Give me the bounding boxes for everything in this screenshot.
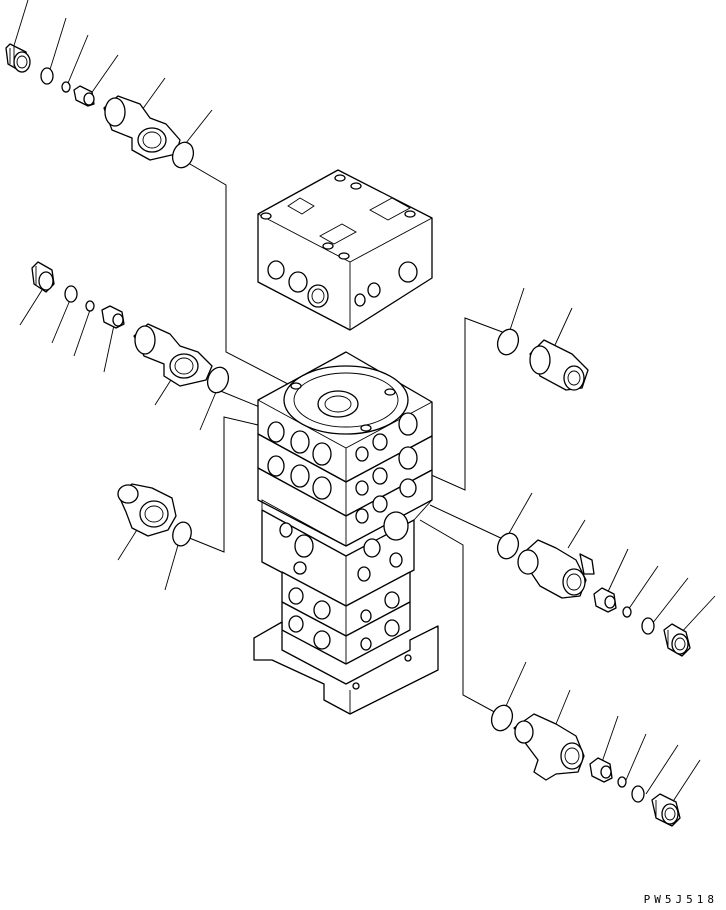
fitting-top-left xyxy=(73,85,95,107)
elbow-right-middle xyxy=(517,539,595,599)
o-ring-lower-left xyxy=(172,521,192,547)
o-ring-right-lower xyxy=(490,704,514,732)
elbow-right-lower xyxy=(513,713,585,781)
washer-right-middle xyxy=(641,617,655,635)
fitting-right-lower xyxy=(589,757,613,783)
o-ring-middle-left xyxy=(206,366,230,394)
o-ring-small-right-lower xyxy=(617,776,627,788)
fitting-middle-left xyxy=(101,305,125,329)
top-cover-block xyxy=(257,169,433,331)
o-ring-small-top-left xyxy=(61,81,71,93)
leader-lines xyxy=(11,0,716,807)
o-ring-small-middle-left xyxy=(85,300,95,312)
o-ring-small-right-middle xyxy=(622,606,632,618)
cap-right-top xyxy=(529,339,589,391)
washer-right-lower xyxy=(631,785,645,803)
washer-middle-left xyxy=(64,285,78,303)
fitting-right-middle xyxy=(593,587,617,613)
plug-middle-left xyxy=(31,261,55,293)
o-ring-top-left xyxy=(171,141,195,169)
main-valve-stack xyxy=(253,351,439,715)
plug-right-lower xyxy=(651,793,681,827)
washer-top-left xyxy=(40,67,54,85)
elbow-flange-middle-left xyxy=(133,323,213,387)
drawing-code: PW5J518 xyxy=(643,893,718,906)
o-ring-right-top xyxy=(496,328,520,356)
plug-right-middle xyxy=(663,623,691,657)
elbow-flange-top-left xyxy=(103,95,181,161)
plug-top-left xyxy=(5,43,31,73)
connector-lines xyxy=(181,159,506,716)
o-ring-right-middle xyxy=(496,532,520,560)
elbow-flange-lower-left xyxy=(117,483,177,537)
